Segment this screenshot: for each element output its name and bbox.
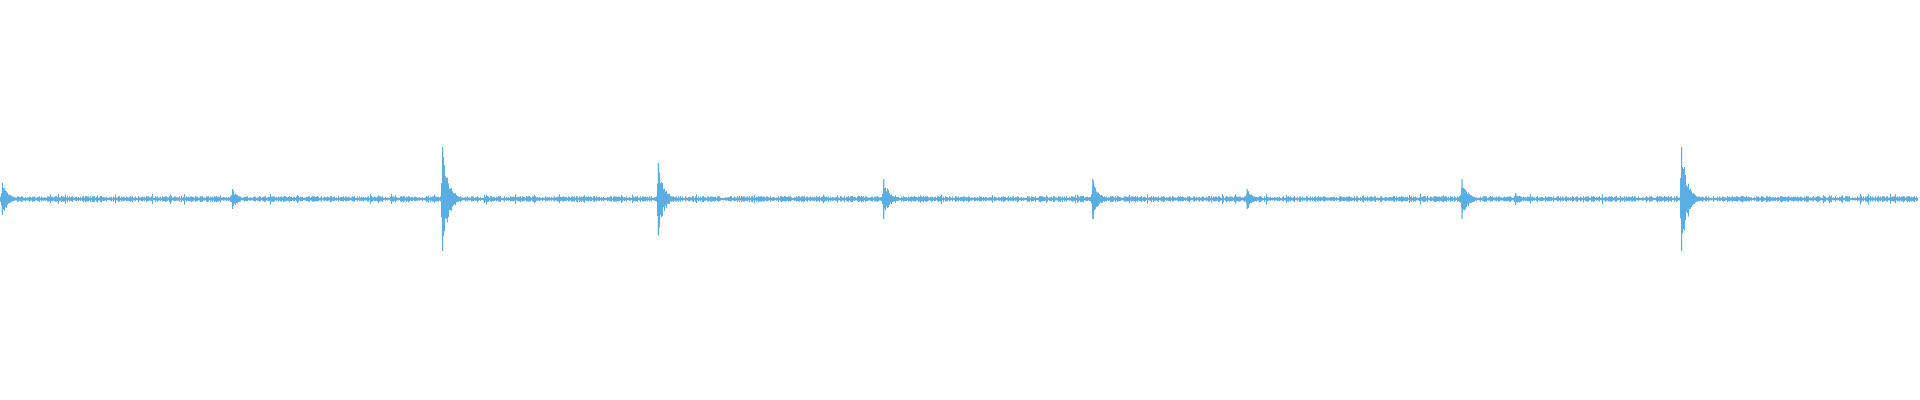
waveform-trace [0,156,1918,236]
